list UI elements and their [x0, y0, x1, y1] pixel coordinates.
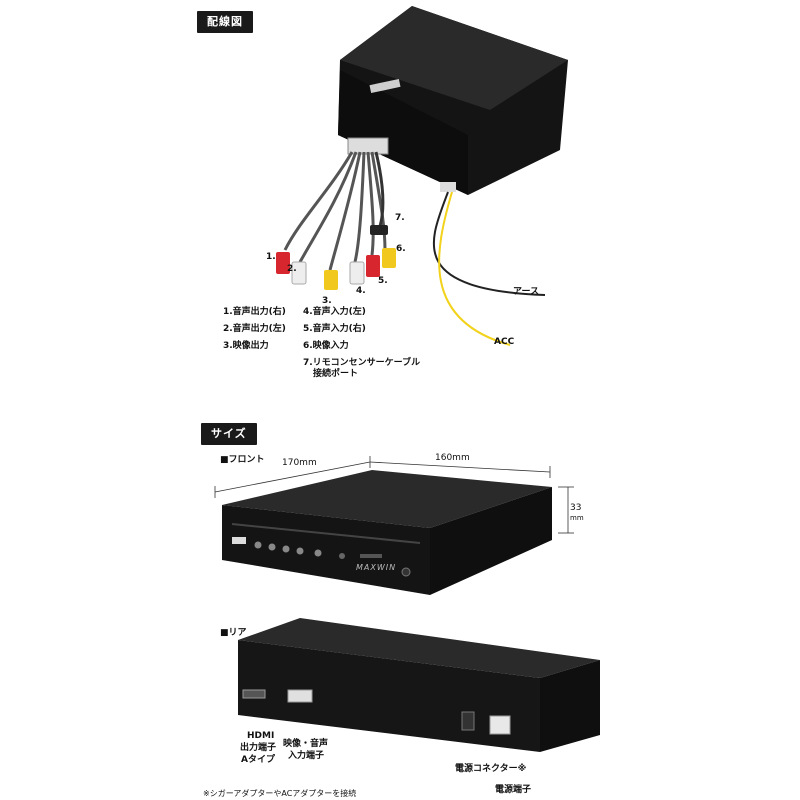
hdmi-port — [242, 689, 266, 699]
wiring-section-tag: 配線図 — [197, 11, 253, 33]
av-label-line2: 入力端子 — [288, 751, 325, 761]
av-input-port — [287, 689, 313, 703]
av-label-line1: 映像・音声 — [283, 739, 329, 749]
rca-plug-3 — [324, 270, 338, 290]
width-dimension-label: 170mm — [282, 458, 317, 468]
wire-number-6: 6. — [396, 244, 406, 254]
wire-number-5: 5. — [378, 276, 388, 286]
legend-1: 1.音声出力(右) — [223, 307, 286, 317]
legend-5: 5.音声入力(右) — [303, 324, 366, 334]
rear-heading: ■リア — [220, 628, 247, 638]
power-terminal-port — [489, 715, 511, 735]
rca-plug-1 — [276, 252, 290, 274]
depth-dimension-label: 160mm — [435, 453, 470, 463]
power-terminal-label: 電源端子 — [495, 785, 532, 795]
size-section-tag: サイズ — [201, 423, 257, 445]
hdmi-label-line3: Aタイプ — [241, 755, 275, 765]
legend-6: 6.映像入力 — [303, 341, 349, 351]
wire-number-4: 4. — [356, 286, 366, 296]
legend-7: 7.リモコンセンサーケーブル — [303, 358, 421, 368]
ground-label: アース — [513, 287, 540, 297]
legend-2: 2.音声出力(左) — [223, 324, 286, 334]
front-heading: ■フロント — [220, 455, 265, 465]
legend-4: 4.音声入力(左) — [303, 307, 366, 317]
rca-plug-5 — [366, 255, 380, 277]
rca-plug-4 — [349, 261, 365, 285]
wire-number-3: 3. — [322, 296, 332, 306]
rca-plug-6 — [382, 248, 396, 268]
wire-number-1: 1. — [266, 252, 276, 262]
power-connector-label: 電源コネクター※ — [455, 764, 527, 774]
hdmi-label-line2: 出力端子 — [240, 743, 277, 753]
acc-label: ACC — [494, 337, 515, 347]
remote-sensor-plug — [370, 225, 388, 235]
height-dimension-unit: mm — [570, 514, 584, 522]
wire-number-7: 7. — [395, 213, 405, 223]
rca-plug-2 — [291, 261, 307, 285]
hdmi-label-line1: HDMI — [247, 731, 275, 741]
legend-7b: 接続ポート — [313, 369, 359, 379]
footnote: ※シガーアダプターやACアダプターを接続 — [203, 789, 357, 798]
brand-logo: MAXWIN — [356, 563, 397, 572]
wire-number-2: 2. — [287, 264, 297, 274]
height-dimension-number: 33 — [570, 503, 582, 513]
power-connector-port — [461, 711, 475, 731]
legend-3: 3.映像出力 — [223, 341, 269, 351]
